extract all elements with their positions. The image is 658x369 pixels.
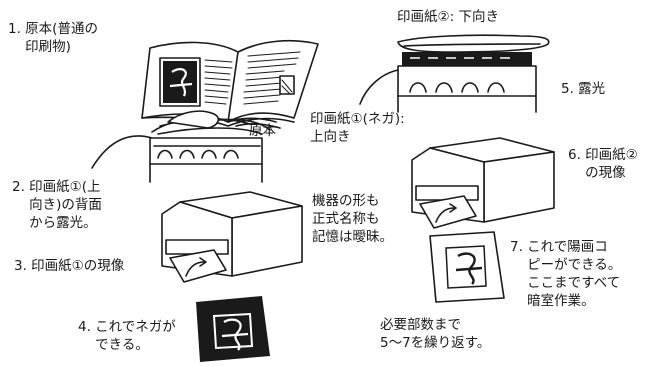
positive-copy-sheet	[429, 231, 505, 303]
step-5-label: 5. 露光	[561, 81, 606, 97]
paper-2-label: 印画紙②: 下向き	[397, 9, 499, 25]
step-2-label: 2. 印画紙①(上 向き)の背面 から露光。	[12, 179, 102, 231]
repeat-note: 必要部数まで 5〜7を繰り返す。	[380, 317, 491, 351]
memo-note: 機器の形も 正式名称も 記憶は曖昧。	[312, 193, 393, 245]
exposure-box-2	[359, 34, 550, 113]
step-7-label: 7. これで陽画コ ピーができる。 ここまですべて 暗室作業。	[510, 239, 622, 309]
step-6-label: 6. 印画紙② の現像	[568, 147, 638, 181]
developer-box-2	[411, 137, 555, 229]
step-3-label: 3. 印画紙①の現像	[14, 258, 125, 274]
step-1-label: 1. 原本(普通の 印刷物)	[8, 21, 98, 55]
negative-sheet	[196, 296, 270, 362]
developer-box-1	[161, 191, 303, 283]
open-book-illustration	[141, 39, 319, 127]
step-4-label: 4. これでネガが できる。	[78, 319, 176, 353]
original-label: 原本	[249, 123, 276, 139]
exposure-box-1	[91, 110, 281, 183]
paper-1-negative-label: 印画紙①(ネガ): 上向き	[310, 111, 405, 145]
